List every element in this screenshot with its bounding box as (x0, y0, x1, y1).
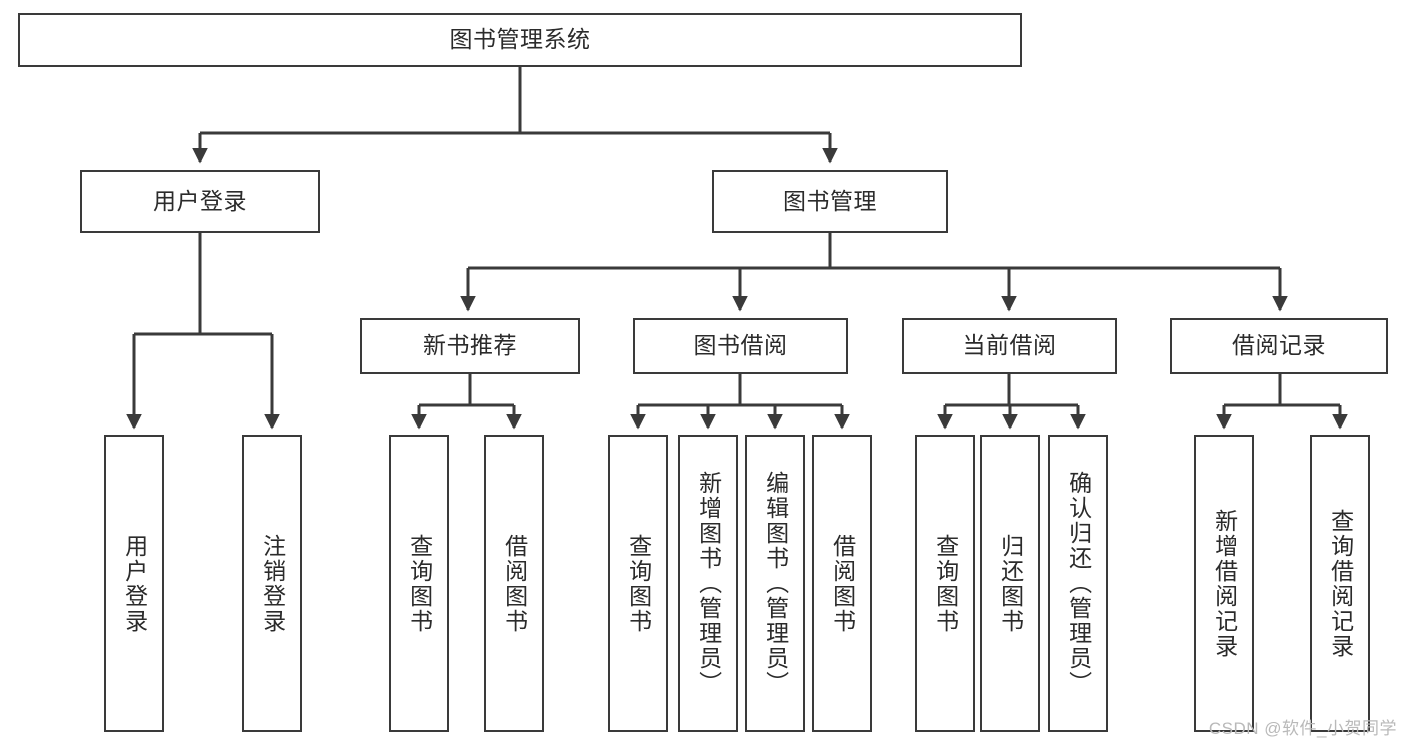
node-leaf-add-record-label: 新增借阅记录 (1211, 508, 1238, 659)
node-leaf-add-record[interactable]: 新增借阅记录 (1194, 435, 1254, 732)
node-leaf-user-login-label: 用户登录 (121, 533, 148, 634)
node-book-manage[interactable]: 图书管理 (712, 170, 948, 233)
node-leaf-user-logout-label: 注销登录 (259, 533, 286, 634)
node-leaf-edit-book[interactable]: 编辑图书（管理员） (745, 435, 805, 732)
node-leaf-confirm-return[interactable]: 确认归还（管理员） (1048, 435, 1108, 732)
node-leaf-query-book-1-label: 查询图书 (406, 533, 433, 634)
node-current-borrow[interactable]: 当前借阅 (902, 318, 1117, 374)
node-leaf-query-book-2[interactable]: 查询图书 (608, 435, 668, 732)
csdn-watermark: CSDN @软件_小贺同学 (1208, 719, 1397, 738)
node-leaf-query-book-1[interactable]: 查询图书 (389, 435, 449, 732)
node-leaf-add-book[interactable]: 新增图书（管理员） (678, 435, 738, 732)
node-borrow-record-label: 借阅记录 (1232, 332, 1326, 359)
node-book-borrow-label: 图书借阅 (693, 332, 788, 359)
node-leaf-borrow-book-1-label: 借阅图书 (501, 533, 528, 634)
node-root[interactable]: 图书管理系统 (18, 13, 1022, 67)
node-leaf-user-logout[interactable]: 注销登录 (242, 435, 302, 732)
node-leaf-borrow-book-2[interactable]: 借阅图书 (812, 435, 872, 732)
node-user-login[interactable]: 用户登录 (80, 170, 320, 233)
node-new-book-recommend-label: 新书推荐 (423, 332, 517, 359)
node-leaf-query-book-2-label: 查询图书 (625, 533, 652, 634)
node-leaf-edit-book-label: 编辑图书（管理员） (762, 471, 789, 696)
node-leaf-return-book[interactable]: 归还图书 (980, 435, 1040, 732)
node-leaf-query-record-label: 查询借阅记录 (1327, 508, 1354, 659)
node-current-borrow-label: 当前借阅 (962, 332, 1057, 359)
node-leaf-return-book-label: 归还图书 (997, 533, 1024, 634)
node-leaf-user-login[interactable]: 用户登录 (104, 435, 164, 732)
node-book-manage-label: 图书管理 (783, 187, 877, 214)
node-leaf-query-book-3[interactable]: 查询图书 (915, 435, 975, 732)
node-root-label: 图书管理系统 (449, 26, 591, 53)
node-leaf-confirm-return-label: 确认归还（管理员） (1065, 471, 1092, 696)
node-leaf-add-book-label: 新增图书（管理员） (695, 471, 722, 696)
node-leaf-borrow-book-1[interactable]: 借阅图书 (484, 435, 544, 732)
node-leaf-query-record[interactable]: 查询借阅记录 (1310, 435, 1370, 732)
node-new-book-recommend[interactable]: 新书推荐 (360, 318, 580, 374)
node-leaf-borrow-book-2-label: 借阅图书 (829, 533, 856, 634)
node-book-borrow[interactable]: 图书借阅 (633, 318, 848, 374)
node-user-login-label: 用户登录 (153, 187, 247, 214)
node-borrow-record[interactable]: 借阅记录 (1170, 318, 1388, 374)
node-leaf-query-book-3-label: 查询图书 (932, 533, 959, 634)
